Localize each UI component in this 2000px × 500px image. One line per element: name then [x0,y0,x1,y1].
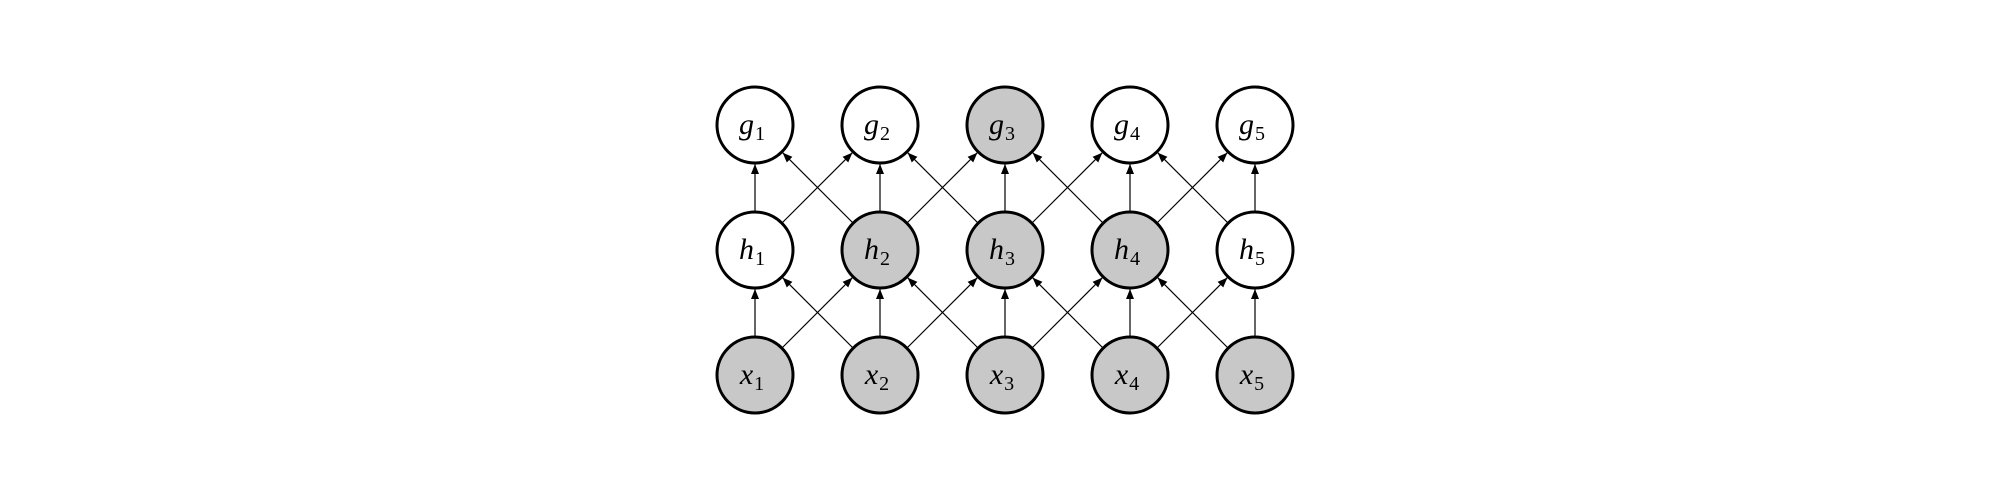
node-circle [840,210,920,290]
node-circle [715,210,795,290]
edge-x3-to-h2 [907,277,979,349]
edges [751,152,1259,349]
node-circle [965,210,1045,290]
node-circle [1090,85,1170,165]
edge-x2-to-h1 [782,277,854,349]
node-label: x3 [989,358,1014,395]
node-circle [840,85,920,165]
node-g5: g5 [1215,85,1295,165]
node-label: h1 [739,233,765,270]
node-g3: g3 [965,85,1045,165]
node-circle [965,85,1045,165]
node-circle [1215,335,1295,415]
node-label: h3 [989,233,1015,270]
node-circle [1215,210,1295,290]
node-x1: x1 [715,335,795,415]
node-x3: x3 [965,335,1045,415]
node-label: g4 [1114,108,1140,145]
node-label: g5 [1239,108,1265,145]
node-g1: g1 [715,85,795,165]
node-h4: h4 [1090,210,1170,290]
node-label: h4 [1114,233,1140,270]
node-h3: h3 [965,210,1045,290]
node-label: x2 [864,358,889,395]
node-label: x5 [1239,358,1264,395]
node-label: x1 [739,358,764,395]
node-label: g2 [864,108,890,145]
node-label: g1 [739,108,765,145]
node-g4: g4 [1090,85,1170,165]
node-x5: x5 [1215,335,1295,415]
edge-h2-to-g1 [782,152,854,224]
node-label: h2 [864,233,890,270]
node-h2: h2 [840,210,920,290]
node-circle [1090,210,1170,290]
node-x4: x4 [1090,335,1170,415]
edge-h3-to-g2 [907,152,979,224]
node-circle [715,335,795,415]
node-circle [840,335,920,415]
node-circle [1215,85,1295,165]
edge-h4-to-g3 [1032,152,1104,224]
node-label: g3 [989,108,1015,145]
nodes: g1 g2 g3 g4 g5 h1 h2 h3 h4 h5 x1 x2 x3 x4 x5 [715,85,1295,415]
node-label: h5 [1239,233,1265,270]
node-x2: x2 [840,335,920,415]
node-h1: h1 [715,210,795,290]
node-label: x4 [1114,358,1139,395]
edge-x4-to-h3 [1032,277,1104,349]
node-h5: h5 [1215,210,1295,290]
edge-h5-to-g4 [1157,152,1229,224]
node-circle [965,335,1045,415]
node-g2: g2 [840,85,920,165]
node-circle [715,85,795,165]
node-circle [1090,335,1170,415]
edge-x5-to-h4 [1157,277,1229,349]
